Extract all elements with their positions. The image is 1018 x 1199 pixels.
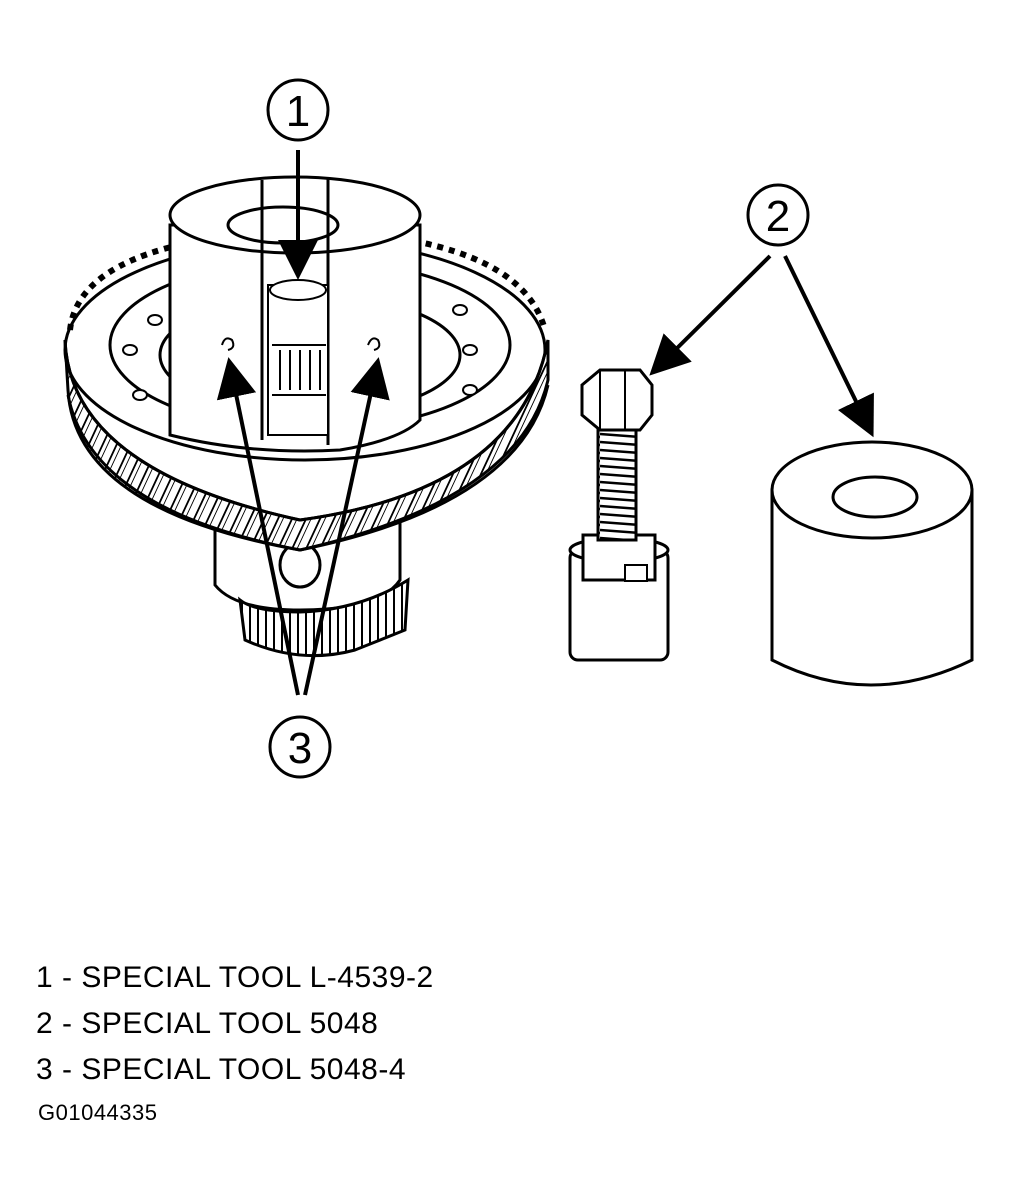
figure-id: G01044335 [38,1100,158,1125]
arrow-2-cylinder [783,255,874,438]
legend: 1 - SPECIAL TOOL L-4539-2 2 - SPECIAL TO… [36,955,434,1093]
callout-1: 1 [266,78,330,142]
differential-assembly [63,175,550,658]
arrow-2-bolt [649,254,772,376]
callout-3: 3 [268,715,332,779]
svg-text:2: 2 [766,192,790,241]
legend-item-1: 1 - SPECIAL TOOL L-4539-2 [36,961,434,994]
callout-2: 2 [746,183,810,247]
legend-item-3: 3 - SPECIAL TOOL 5048-4 [36,1053,407,1086]
arrow-3-right [303,357,390,696]
cylinder-tool [770,440,974,687]
svg-text:1: 1 [286,87,310,136]
bolt-tool [568,368,670,662]
arrow-3-left [216,357,300,696]
svg-text:3: 3 [288,724,312,773]
arrows [216,150,874,696]
legend-item-2: 2 - SPECIAL TOOL 5048 [36,1007,379,1040]
